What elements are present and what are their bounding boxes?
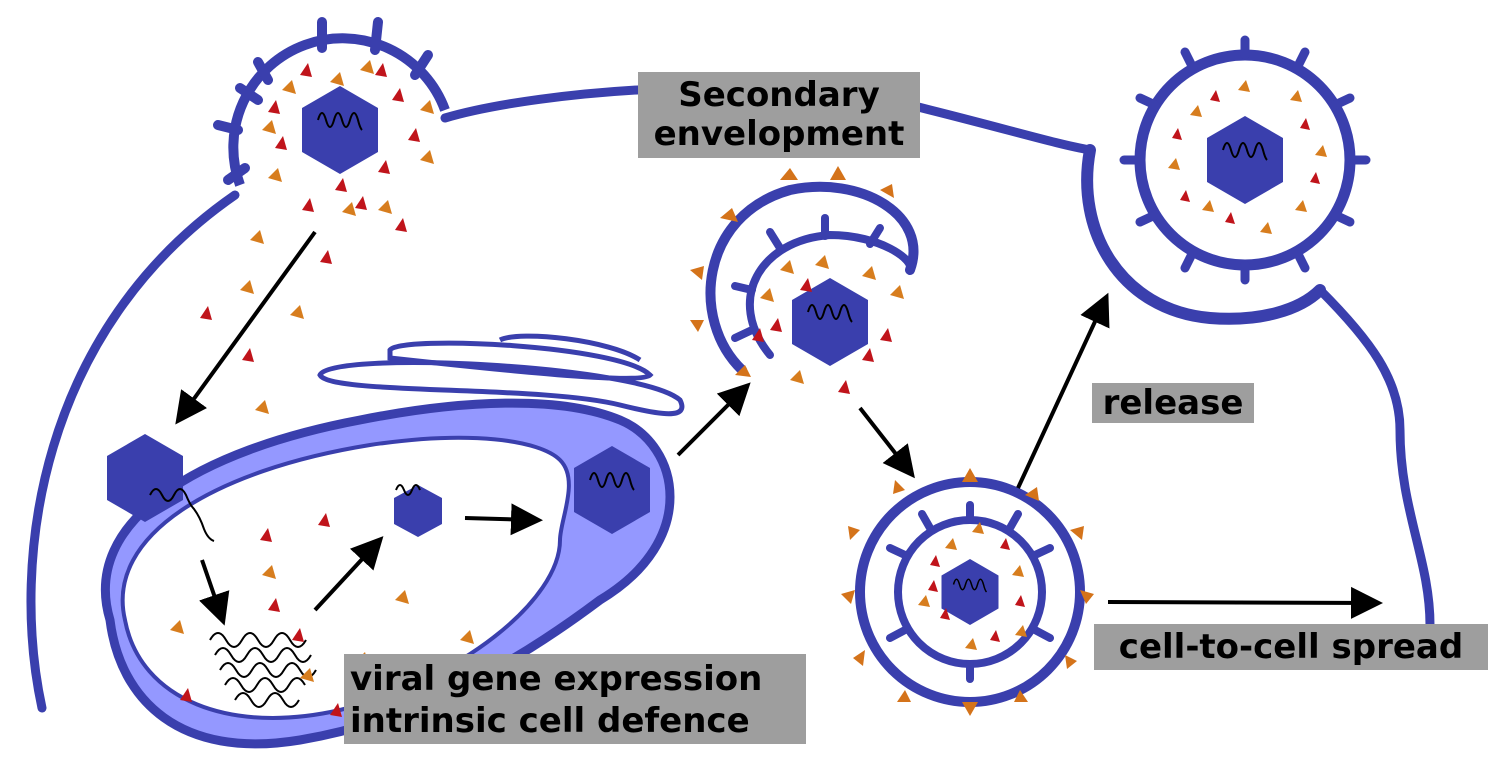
label-gene-expression-line1: viral gene expression xyxy=(350,659,762,699)
golgi-apparatus xyxy=(317,333,685,417)
viral-genome-injection xyxy=(149,488,215,542)
label-gene-expression: viral gene expression intrinsic cell def… xyxy=(344,654,806,744)
label-secondary-envelopment: Secondary envelopment xyxy=(638,72,920,158)
entering-virion xyxy=(213,17,450,187)
secondary-envelopment-vesicle xyxy=(690,166,919,377)
arrow-envelopment-to-vesicle xyxy=(858,406,915,479)
released-virion xyxy=(1119,35,1371,285)
arrow-capsid-to-perinuclear xyxy=(464,503,543,536)
arrow-perinuclear-to-cytoplasm xyxy=(676,382,751,457)
tegument-proteins xyxy=(170,60,1327,717)
new-capsid-in-nucleus xyxy=(394,484,442,537)
label-cell-to-cell-spread: cell-to-cell spread xyxy=(1094,624,1488,670)
label-release: release xyxy=(1092,383,1254,423)
label-secondary-envelopment-line2: envelopment xyxy=(654,114,905,154)
arrow-replication-to-capsid xyxy=(313,536,384,612)
arrow-release xyxy=(1016,292,1110,489)
release-membrane-cup xyxy=(1081,144,1326,325)
dna-replication-tangle xyxy=(209,632,317,708)
label-secondary-envelopment-line1: Secondary xyxy=(678,75,879,115)
arrow-entry-to-nucleus xyxy=(175,230,317,425)
arrow-genome-to-replication xyxy=(199,559,230,626)
process-arrows xyxy=(175,230,1383,626)
virion-in-vesicle xyxy=(841,468,1094,716)
arrow-cell-to-cell xyxy=(1107,586,1383,619)
svg-text:cell-to-cell spread: cell-to-cell spread xyxy=(1119,627,1463,667)
label-gene-expression-line2: intrinsic cell defence xyxy=(350,701,750,741)
svg-text:release: release xyxy=(1103,383,1244,423)
